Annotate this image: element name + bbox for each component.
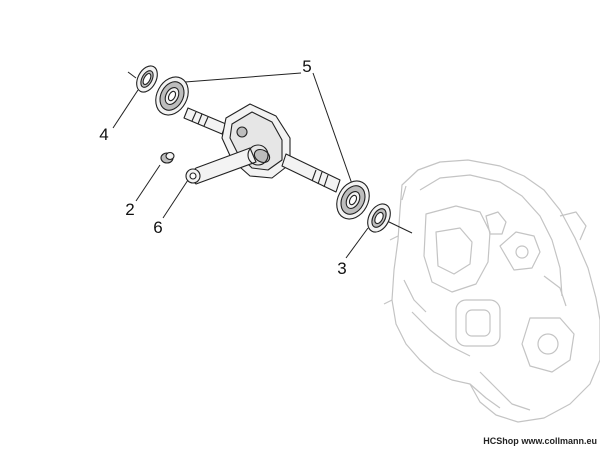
footer-shop: HCShop <box>483 436 519 446</box>
part-3-oil-seal <box>367 203 391 233</box>
crankcase-ghost <box>383 159 600 423</box>
part-4-oil-seal <box>136 65 158 93</box>
callout-3: 3 <box>337 259 346 278</box>
part-5-bearing-top <box>155 76 189 116</box>
crankshaft-assembly <box>183 103 341 193</box>
part-5-bearing-right <box>336 180 370 220</box>
footer-site: www.collmann.eu <box>520 436 597 446</box>
leader-lines <box>112 71 413 259</box>
part-2-needle-bearing <box>160 151 175 164</box>
footer-credit: HCShop www.collmann.eu <box>483 436 597 446</box>
callout-6: 6 <box>153 218 162 237</box>
callout-4: 4 <box>99 125 108 144</box>
callout-5: 5 <box>302 57 311 76</box>
callout-2: 2 <box>125 200 134 219</box>
